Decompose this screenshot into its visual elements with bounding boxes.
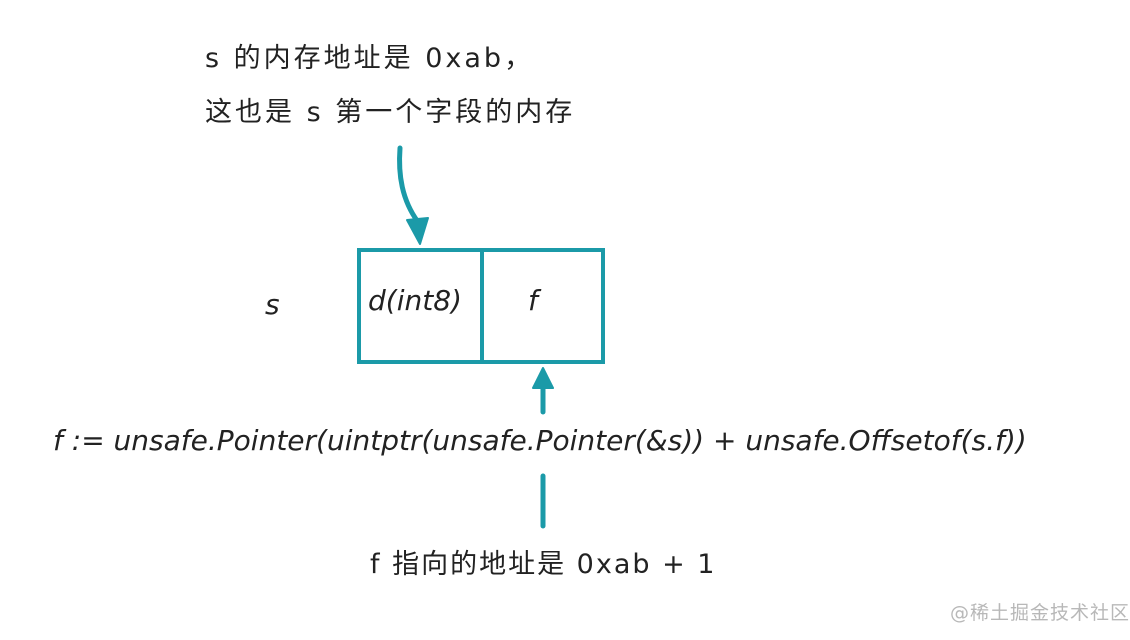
top-arrow-shaft — [397, 145, 421, 225]
top-arrow-head — [406, 217, 429, 245]
code-expression: f := unsafe.Pointer(uintptr(unsafe.Point… — [53, 424, 1027, 457]
bottom-annotation: f 指向的地址是 0xab + 1 — [370, 549, 717, 580]
top-annotation-line-2: 这也是 s 第一个字段的内存 — [205, 97, 576, 128]
memory-cell-f — [480, 248, 605, 364]
field-f-label: f — [528, 284, 538, 317]
field-d-label: d(int8) — [368, 284, 462, 317]
watermark: @稀土掘金技术社区 — [950, 602, 1130, 624]
bottom-arrow-head — [532, 367, 554, 389]
struct-name-label: s — [265, 288, 280, 321]
top-annotation-line-1: s 的内存地址是 0xab， — [205, 43, 535, 74]
